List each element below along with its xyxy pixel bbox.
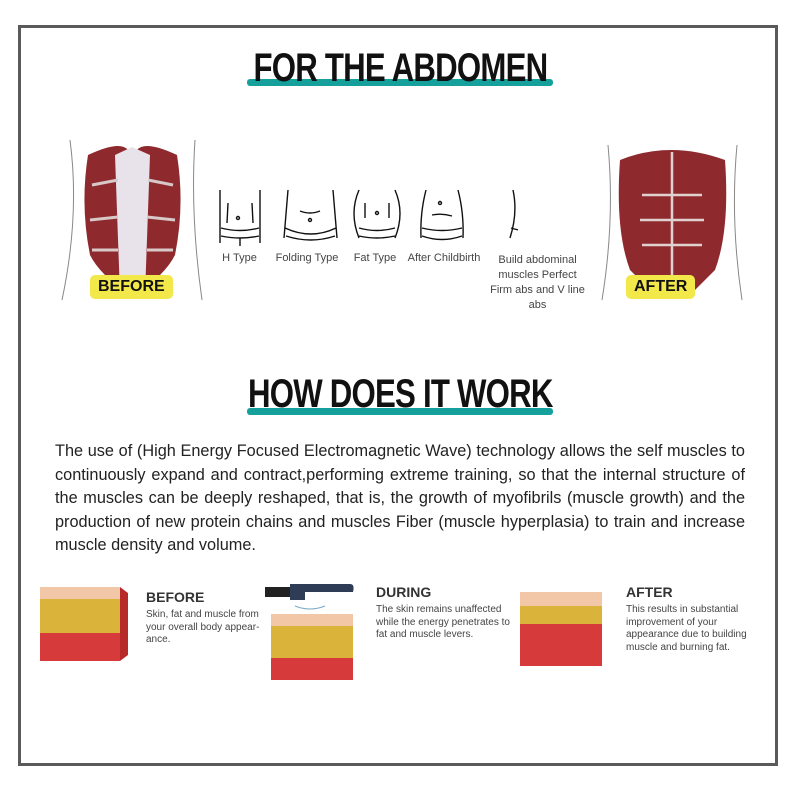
body-type-label: Build abdominal muscles Perfect Firm abs… (490, 254, 585, 311)
cube-during-image (265, 584, 354, 680)
section-heading-how: HOW DOES IT WORK (0, 372, 800, 417)
after-childbirth-icon (420, 189, 464, 241)
body-type-icons (219, 189, 518, 246)
firm-abs-icon (509, 189, 518, 239)
body-type-label: Folding Type (275, 252, 339, 264)
body-type-label: After Childbirth (407, 252, 481, 264)
cube-before-image (40, 587, 128, 661)
before-tag: BEFORE (90, 275, 173, 299)
abs-before-image (61, 139, 203, 301)
body-type-label: Fat Type (353, 252, 397, 264)
abs-after-image (601, 144, 743, 301)
description-paragraph: The use of (High Energy Focused Electrom… (55, 442, 745, 554)
stage-title: BEFORE (146, 589, 205, 605)
page-frame (18, 25, 778, 766)
folding-type-icon (283, 189, 338, 241)
fat-type-icon (353, 189, 401, 239)
heading-text: FOR THE ABDOMEN (253, 46, 548, 90)
section-heading-abdomen: FOR THE ABDOMEN (0, 46, 800, 91)
body-type-label: H Type (222, 252, 257, 264)
heading-text: HOW DOES IT WORK (247, 372, 553, 416)
stage-title: AFTER (626, 584, 673, 600)
stage-text: The skin remains unaffected while the en… (376, 604, 510, 640)
stage-title: DURING (376, 584, 432, 600)
cube-after-image (520, 592, 602, 666)
h-type-icon (219, 190, 261, 246)
stage-text: Skin, fat and muscle from your overall b… (146, 609, 260, 645)
stage-text: This results in substantial improvement … (626, 604, 747, 653)
after-tag: AFTER (626, 275, 696, 299)
